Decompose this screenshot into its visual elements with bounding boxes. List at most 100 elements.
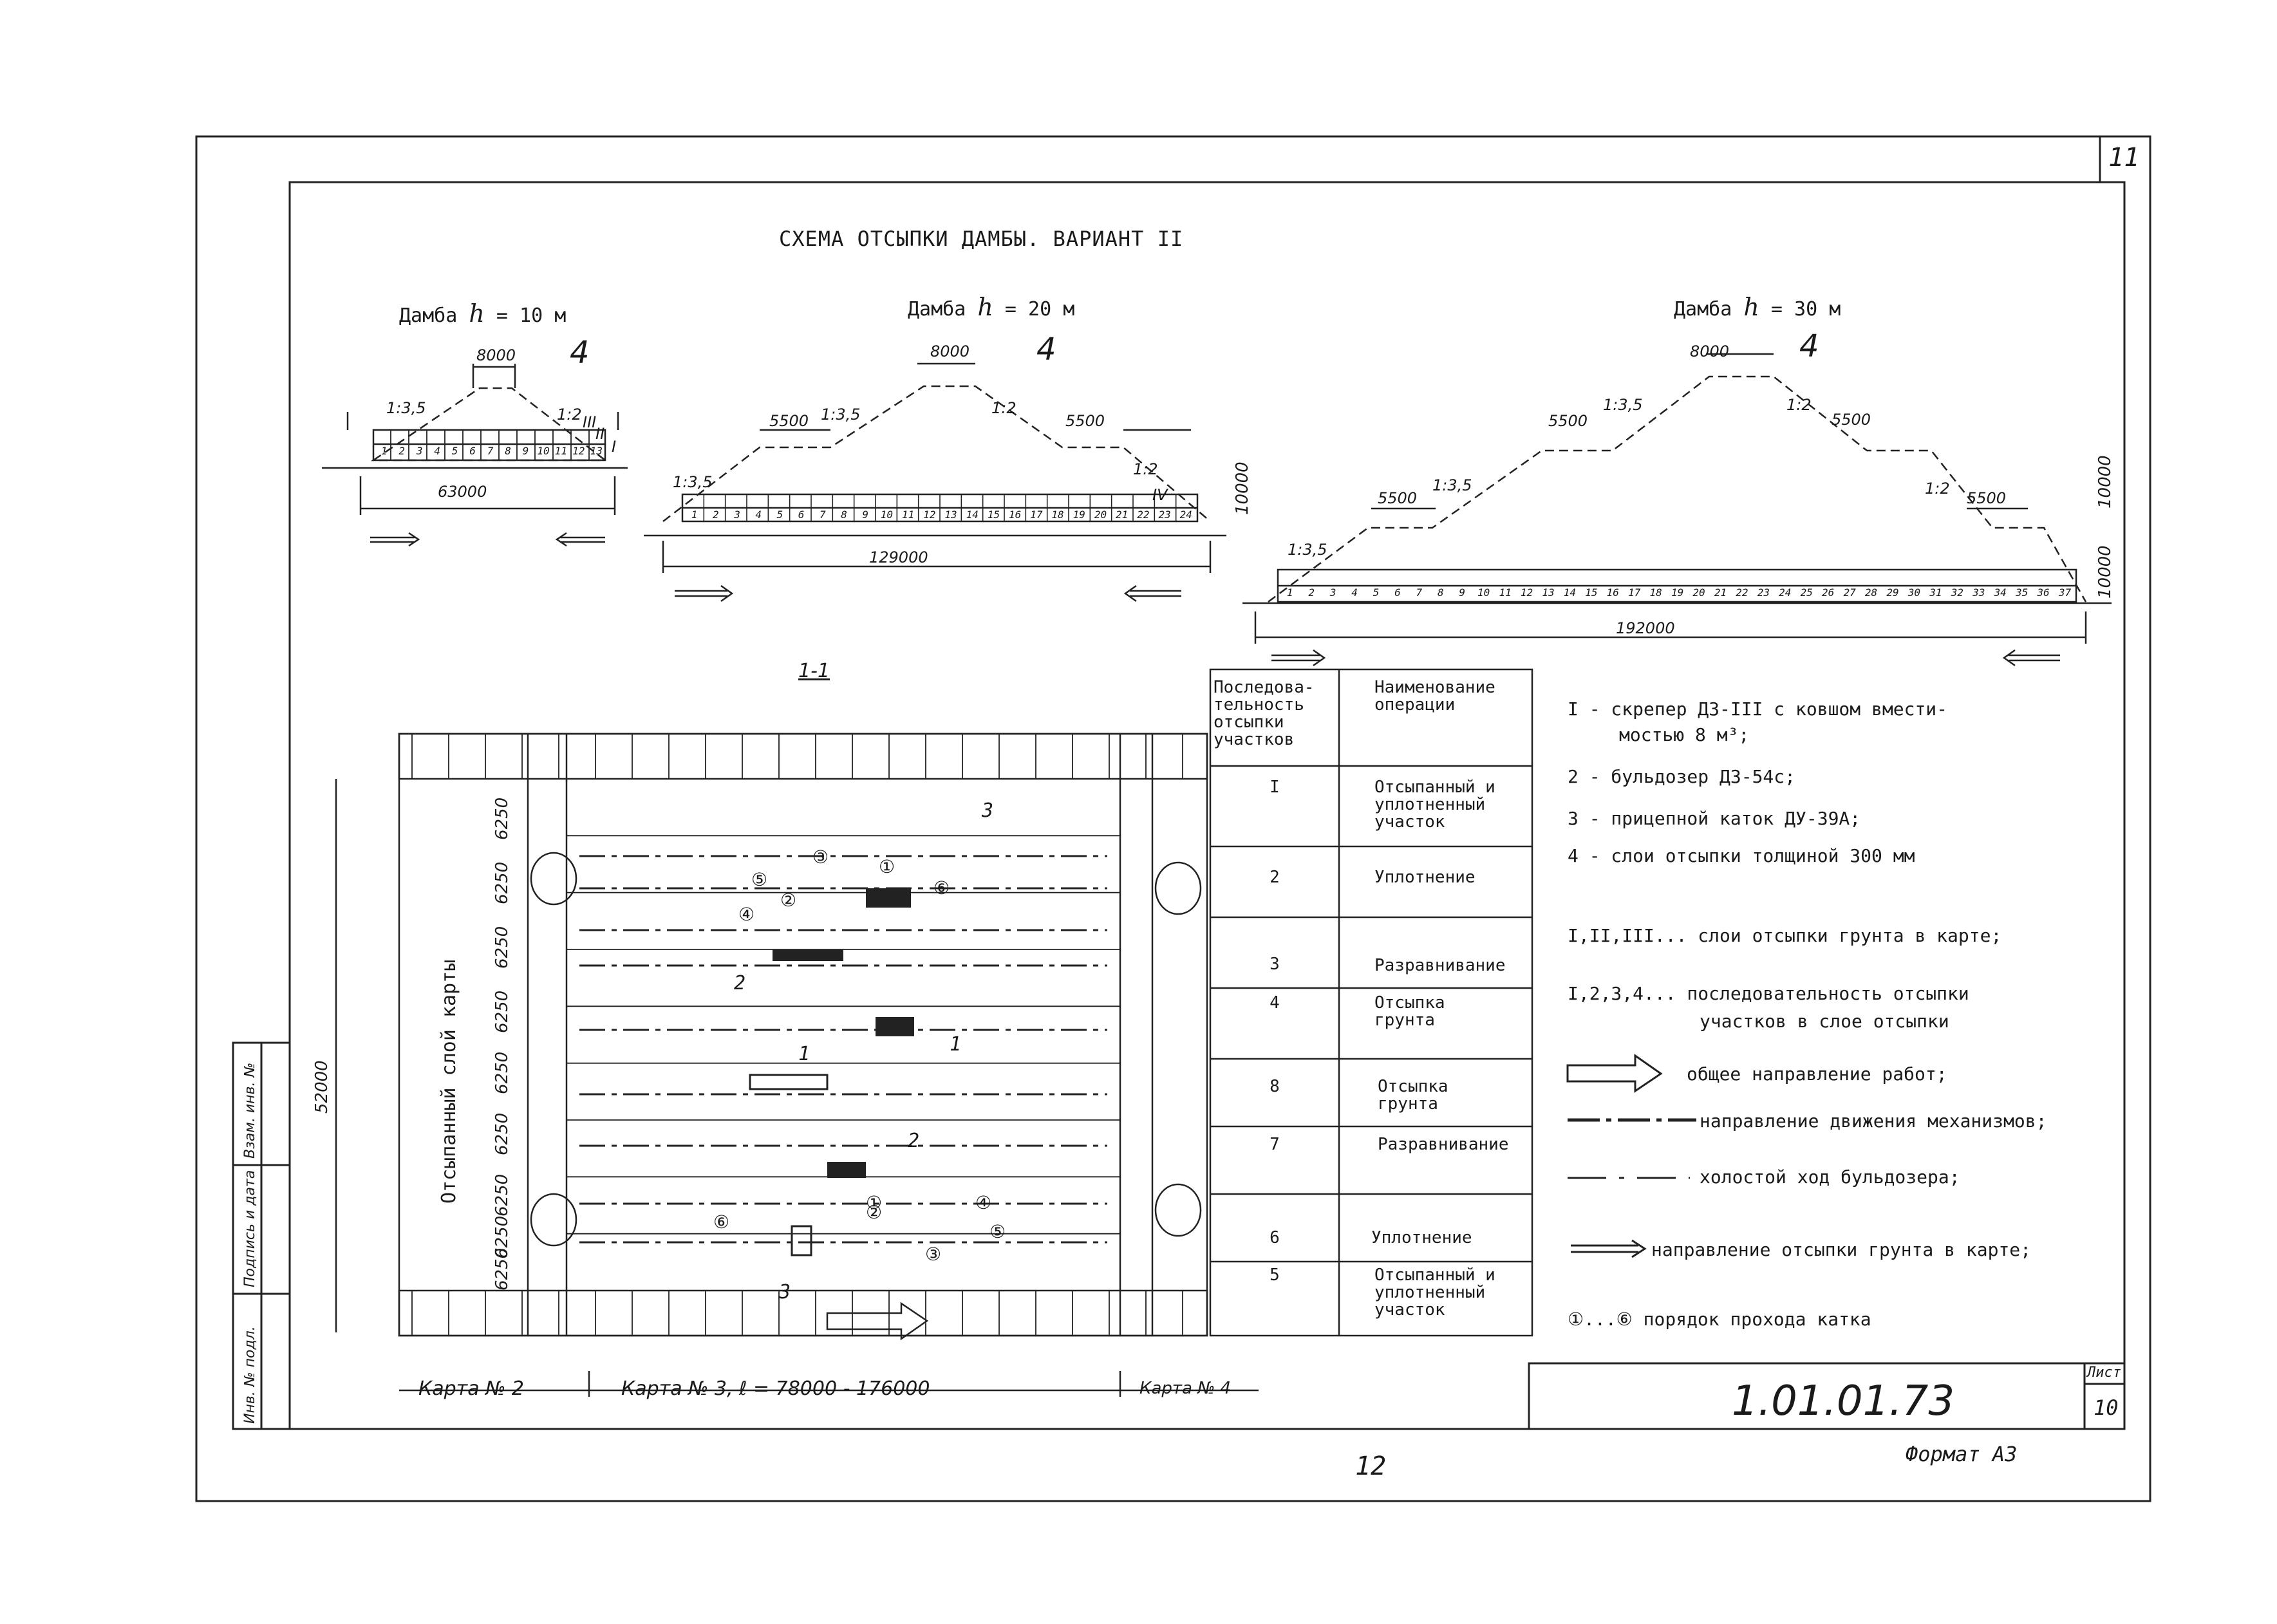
dam2-berm-right: 5500 <box>1065 412 1105 430</box>
plan-side-label: Отсыпанный слой карты <box>438 959 460 1204</box>
cell: 2 <box>712 509 719 521</box>
h-symbol: h <box>977 293 993 321</box>
cell: 19 <box>1671 586 1684 599</box>
machine-3-low: 3 <box>779 1281 791 1303</box>
map-right-label: Карта № 4 <box>1139 1379 1232 1398</box>
dam3-berm-4: 5500 <box>1967 489 2007 507</box>
dam-height: = 10 м <box>496 304 567 327</box>
pass-5: ⑤ <box>751 869 768 890</box>
strip-dim: 6250 <box>492 1173 512 1217</box>
cell: 7 <box>487 445 494 457</box>
strip-dim: 6250 <box>492 1247 512 1291</box>
dam1-width: 63000 <box>438 483 487 501</box>
table-row-op: Уплотнение <box>1374 868 1476 887</box>
cell: 18 <box>1051 509 1064 521</box>
cell: 17 <box>1628 586 1641 599</box>
cell: 20 <box>1094 509 1107 521</box>
dam-label-20: Дамба h = 20 м <box>908 293 1074 321</box>
cell: 9 <box>522 445 529 457</box>
layer-mark-II: II <box>595 425 605 443</box>
legend-line-1a: I - скрепер ДЗ-III с ковшом вмести- <box>1568 698 1948 720</box>
table-row-seq: 4 <box>1270 993 1280 1013</box>
table-row-seq: I <box>1270 778 1280 797</box>
table-row-op: Разравнивание <box>1374 956 1506 975</box>
title-stamp <box>1528 1362 2126 1430</box>
strip-dim: 6250 <box>492 1051 512 1094</box>
dam3-top: 8000 <box>1690 342 1730 360</box>
table-row-op: Разравнивание <box>1378 1135 1509 1154</box>
table-row-seq: 7 <box>1270 1135 1280 1154</box>
plan-total-width: 52000 <box>312 1060 332 1114</box>
table-header-op: Наименование операции <box>1374 678 1495 714</box>
sequence-table-grid <box>1209 668 1533 1337</box>
cell: 19 <box>1073 509 1085 521</box>
cell: 18 <box>1649 586 1662 599</box>
cell: 4 <box>434 445 440 457</box>
table-row-seq: 3 <box>1270 955 1280 974</box>
cell: 31 <box>1929 586 1942 599</box>
strip-dim: 6250 <box>492 861 512 904</box>
cell: 7 <box>1416 586 1423 599</box>
dam3-slope-5: 1:3,5 <box>1288 541 1327 559</box>
cell: 10 <box>537 445 550 457</box>
fill-direction-arrow-icon <box>1571 1239 1647 1258</box>
cell: 5 <box>451 445 458 457</box>
stamp-field-inv: Инв. № подл. <box>242 1326 258 1424</box>
dam3-height-1: 10000 <box>2095 455 2115 509</box>
cell: 6 <box>798 509 805 521</box>
cell: 12 <box>572 445 585 457</box>
legend-line-9: холостой ход бульдозера; <box>1700 1166 1960 1188</box>
legend-line-6a: I,2,3,4... последовательность отсыпки <box>1568 983 1969 1004</box>
cell: 21 <box>1116 509 1129 521</box>
cell: 22 <box>1137 509 1150 521</box>
map-center-label: Карта № 3, ℓ = 78000 - 176000 <box>621 1377 930 1400</box>
page-title: СХЕМА ОТСЫПКИ ДАМБЫ. ВАРИАНТ II <box>779 227 1184 251</box>
h-symbol: h <box>1743 293 1759 321</box>
cell: 6 <box>469 445 476 457</box>
legend-line-3: 3 - прицепной каток ДУ-39А; <box>1568 808 1861 829</box>
plan-strip-dims: 6250 6250 6250 6250 6250 6250 6250 6250 … <box>492 782 518 1291</box>
machine-3-top: 3 <box>982 799 994 822</box>
dam-section-10 <box>322 364 628 547</box>
strip-dim: 6250 <box>492 990 512 1033</box>
plan-machines <box>749 888 914 1256</box>
layer-mark-III: III <box>583 413 597 431</box>
dam3-slope-3: 1:3,5 <box>1432 476 1472 494</box>
pass-6: ⑥ <box>933 877 950 899</box>
table-row-op: Отсыпанный и уплотненный участок <box>1374 778 1495 832</box>
pass-3: ③ <box>812 846 829 868</box>
dam3-berm-3: 5500 <box>1832 411 1871 429</box>
cell: 26 <box>1822 586 1835 599</box>
dam2-slope-3: 1:3,5 <box>673 473 713 491</box>
cell: 34 <box>1994 586 2007 599</box>
cell: 8 <box>1437 586 1444 599</box>
cell: 36 <box>2037 586 2050 599</box>
pass-2b: ② <box>866 1202 883 1223</box>
format-label: Формат А3 <box>1906 1442 2018 1466</box>
dam-word: Дамба <box>1674 298 1732 321</box>
cell: 15 <box>987 509 1000 521</box>
stamp-list-number: 10 <box>2094 1395 2119 1420</box>
cell: 1 <box>380 445 388 457</box>
dam3-slope-2: 1:2 <box>1786 396 1812 414</box>
dam-section-30 <box>1242 353 2112 667</box>
cell: 21 <box>1714 586 1727 599</box>
cell: 22 <box>1736 586 1748 599</box>
pass-2: ② <box>780 890 797 911</box>
machine-1-low: 1 <box>798 1043 811 1065</box>
pass-1: ① <box>879 856 895 877</box>
cell: 9 <box>862 509 869 521</box>
legend-symbols <box>1566 1054 1696 1258</box>
legend-line-11: ①...⑥ порядок прохода катка <box>1568 1309 1871 1330</box>
cell: 8 <box>841 509 847 521</box>
cell: 37 <box>2058 586 2072 599</box>
dam3-slope-4: 1:2 <box>1925 480 1950 498</box>
stamp-list-label: Лист <box>2087 1365 2121 1381</box>
cell: 2 <box>398 445 406 457</box>
table-row-seq: 5 <box>1270 1265 1280 1285</box>
cell: 17 <box>1030 509 1043 521</box>
machine-1-mid: 1 <box>950 1033 962 1056</box>
cell: 24 <box>1779 586 1792 599</box>
dam2-slope-2: 1:2 <box>991 399 1017 417</box>
cell: 10 <box>1477 586 1490 599</box>
